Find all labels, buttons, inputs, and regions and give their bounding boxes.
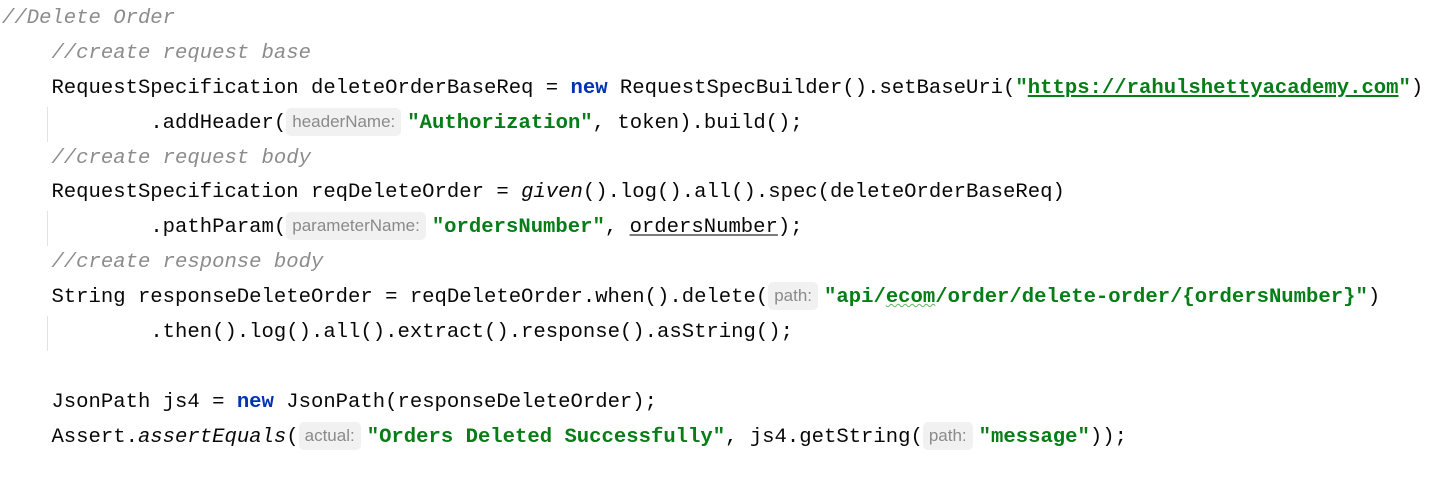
indent-guide — [47, 106, 48, 142]
empty-code-line[interactable] — [2, 351, 1423, 386]
parameter-inlay-hint: path: — [768, 282, 819, 311]
code-token-plain: ); — [777, 216, 803, 240]
code-line[interactable]: //create request body — [2, 142, 1423, 177]
code-line[interactable]: String responseDeleteOrder = reqDeleteOr… — [2, 281, 1423, 316]
code-token-string: "api/ — [824, 286, 886, 310]
code-token-plain: .addHeader( — [150, 111, 287, 135]
code-token-plain: RequestSpecBuilder().setBaseUri( — [607, 76, 1016, 100]
code-line[interactable]: RequestSpecification reqDeleteOrder = gi… — [2, 176, 1423, 211]
code-token-underline: ordersNumber — [629, 216, 778, 240]
code-token-plain: , — [604, 216, 630, 240]
indent-guide — [47, 211, 48, 247]
code-line[interactable]: //create request base — [2, 37, 1423, 72]
code-token-url[interactable]: https://rahulshettyacademy.com — [1027, 76, 1399, 100]
code-token-plain: RequestSpecification reqDeleteOrder = — [51, 181, 522, 205]
parameter-inlay-hint: path: — [922, 421, 973, 450]
parameter-inlay-hint: parameterName: — [286, 212, 426, 241]
code-token-keyword: new — [236, 390, 274, 414]
code-token-string: "Authorization" — [407, 111, 593, 135]
code-editor[interactable]: //Delete Order //create request base Req… — [2, 2, 1423, 456]
code-token-plain: )); — [1089, 425, 1127, 449]
code-token-string: "Orders Deleted Successfully" — [366, 425, 726, 449]
code-line[interactable]: .addHeader(headerName:"Authorization", t… — [2, 106, 1423, 142]
code-token-plain: JsonPath(responseDeleteOrder); — [273, 390, 657, 414]
code-line[interactable]: .then().log().all().extract().response()… — [2, 316, 1423, 351]
code-line[interactable]: RequestSpecification deleteOrderBaseReq … — [2, 72, 1423, 107]
code-token-plain: String responseDeleteOrder = reqDeleteOr… — [51, 286, 769, 310]
parameter-inlay-hint: actual: — [298, 421, 361, 450]
code-token-string: /order/delete-order/{ordersNumber}" — [935, 286, 1368, 310]
code-token-string: "message" — [978, 425, 1090, 449]
code-token-string: "ordersNumber" — [431, 216, 605, 240]
code-token-plain: RequestSpecification deleteOrderBaseReq … — [51, 76, 571, 100]
code-line[interactable]: Assert.assertEquals(actual:"Orders Delet… — [2, 421, 1423, 456]
code-token-plain: ) — [1367, 286, 1381, 310]
code-token-keyword: new — [570, 76, 608, 100]
code-token-comment: //create request body — [51, 146, 311, 170]
code-token-plain: , token).build(); — [592, 111, 803, 135]
code-token-comment: //create request base — [51, 41, 311, 65]
code-token-italic: given — [521, 181, 583, 205]
code-token-plain: .pathParam( — [150, 216, 287, 240]
code-token-plain: .then().log().all().extract().response()… — [150, 321, 793, 345]
parameter-inlay-hint: headerName: — [286, 107, 402, 136]
code-token-comment: //create response body — [51, 251, 324, 275]
code-token-plain: , js4.getString( — [725, 425, 923, 449]
code-token-string: " — [1398, 76, 1411, 100]
code-token-plain: ) — [1410, 76, 1424, 100]
code-token-plain: ().log().all().spec(deleteOrderBaseReq) — [582, 181, 1065, 205]
code-line[interactable]: JsonPath js4 = new JsonPath(responseDele… — [2, 386, 1423, 421]
code-token-string: " — [1015, 76, 1028, 100]
code-line[interactable]: .pathParam(parameterName:"ordersNumber",… — [2, 211, 1423, 247]
code-token-italic: assertEquals — [137, 425, 287, 449]
code-token-wavy: ecom — [885, 286, 936, 310]
code-token-plain: Assert. — [51, 425, 138, 449]
code-line[interactable]: //Delete Order — [2, 2, 1423, 37]
code-token-plain: ( — [286, 425, 299, 449]
indent-guide — [47, 316, 48, 351]
code-line[interactable]: //create response body — [2, 246, 1423, 281]
code-token-comment: //Delete Order — [2, 7, 176, 30]
code-token-plain: JsonPath js4 = — [51, 390, 237, 414]
